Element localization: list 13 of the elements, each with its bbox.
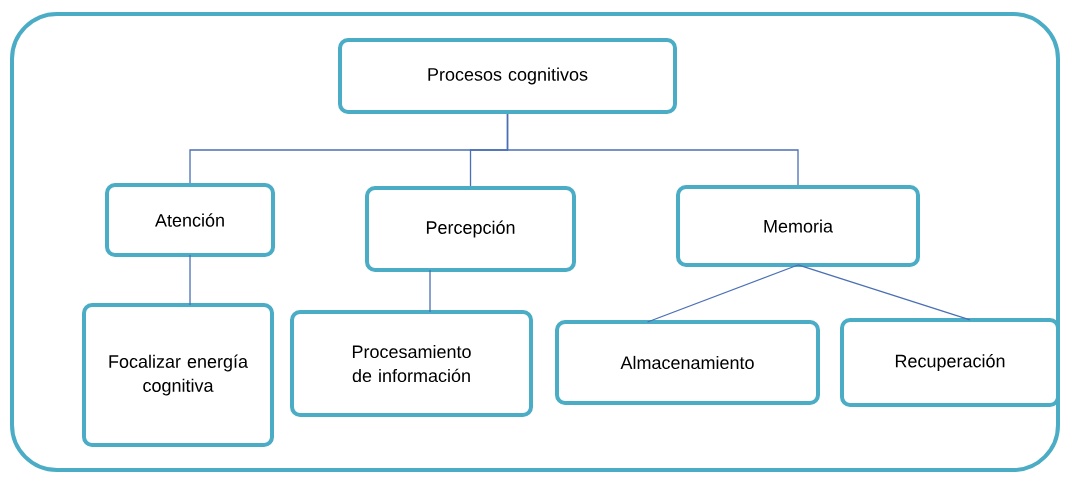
connector-line xyxy=(797,264,971,321)
concept-box: Atención xyxy=(105,183,275,257)
connector-line xyxy=(646,264,799,323)
concept-box: Recuperación xyxy=(840,318,1060,407)
concept-box: Almacenamiento xyxy=(555,320,820,405)
connector-line xyxy=(429,269,431,313)
concept-box: Focalizar energía cognitiva xyxy=(82,303,274,447)
concept-box: Procesos cognitivos xyxy=(338,38,677,114)
connector-line xyxy=(506,113,799,186)
concept-box: Procesamiento de información xyxy=(290,310,533,417)
concept-box: Memoria xyxy=(676,185,920,267)
concept-box: Percepción xyxy=(365,186,576,272)
connector-line xyxy=(189,254,191,306)
